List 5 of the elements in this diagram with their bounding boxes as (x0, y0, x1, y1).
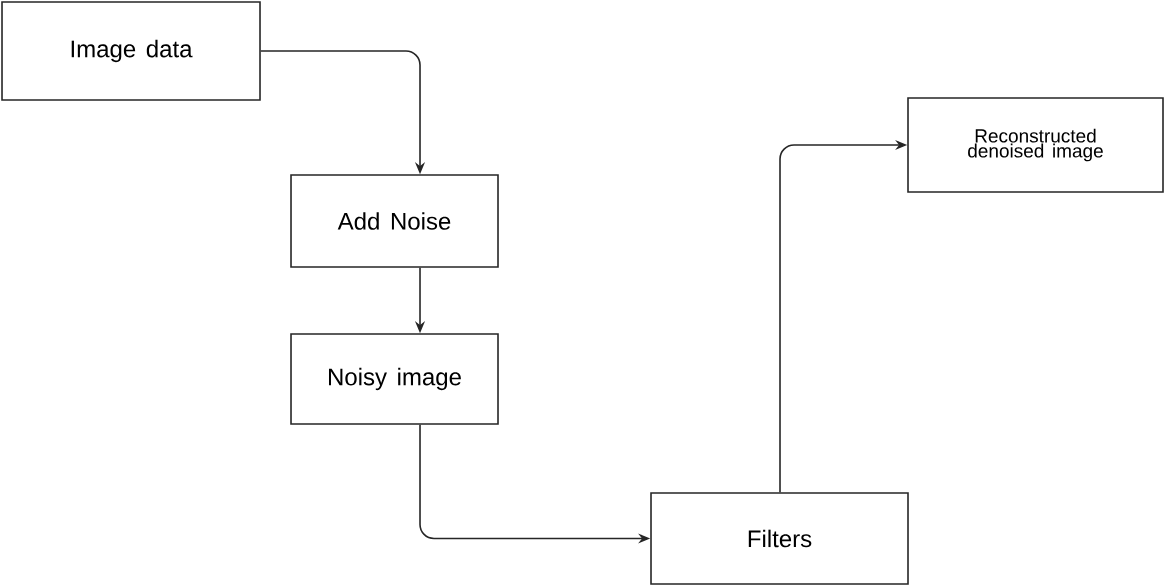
process-box: Noisy image (290, 333, 499, 425)
process-box: Filters (650, 492, 909, 585)
process-box: Image data (1, 1, 261, 101)
process-box: Add Noise (290, 174, 499, 268)
process-box: Reconstructed denoised image (907, 97, 1164, 193)
